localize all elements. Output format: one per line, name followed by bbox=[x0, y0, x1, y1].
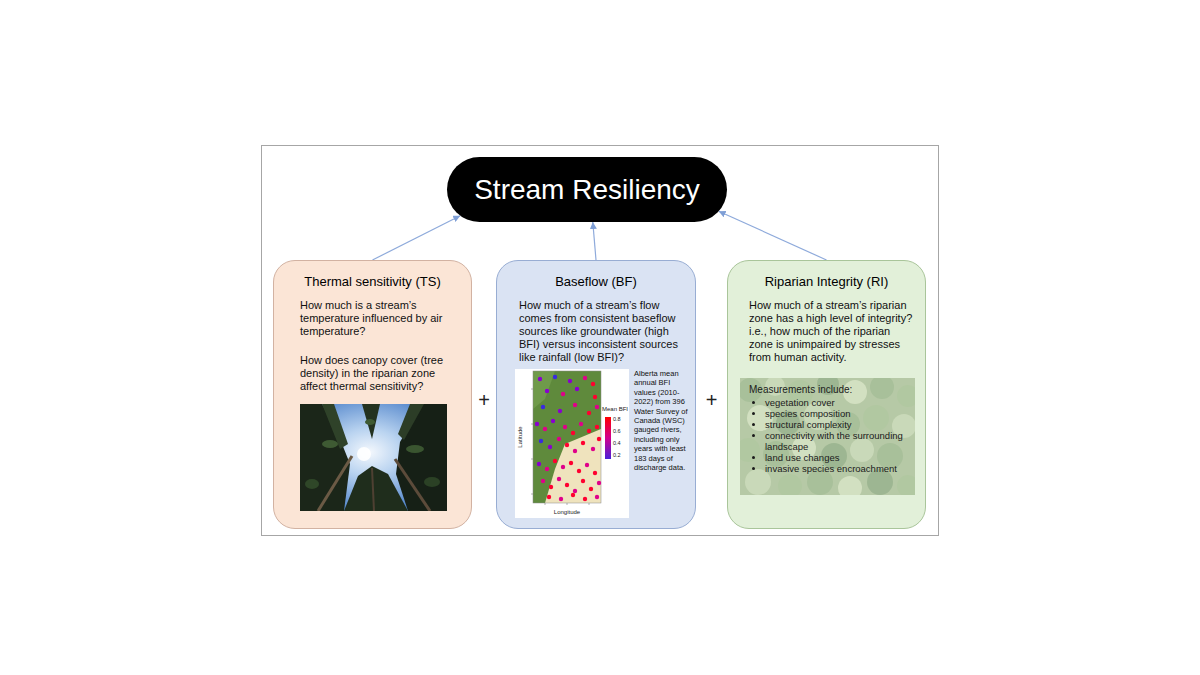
category-box: Baseflow (BF) How much of a stream’s flow… bbox=[496, 260, 696, 529]
connector-arrow bbox=[719, 211, 827, 260]
bullet: species composition bbox=[765, 408, 909, 419]
plus: + bbox=[706, 389, 718, 411]
card-body: How does canopy cover (tree density) in … bbox=[300, 354, 459, 393]
tick: 0.2 bbox=[613, 452, 621, 458]
category-box: Thermal sensitivity (TS) How much is a st… bbox=[273, 260, 472, 529]
map-row: LatitudeLongitude Mean BFI 0.8 0.6 0.4 0.2 Alb… bbox=[515, 369, 689, 518]
card-heading: Riparian Integrity (RI) bbox=[728, 274, 925, 289]
connector-arrow bbox=[593, 222, 596, 260]
bullet-list: vegetation coverspecies compositionstruc… bbox=[749, 397, 909, 474]
card-body: How much of a stream’s riparian zone has… bbox=[749, 299, 913, 364]
map-label: Longitude bbox=[554, 509, 580, 516]
card-heading: Baseflow (BF) bbox=[497, 274, 695, 289]
title-text: Stream Resiliency bbox=[474, 174, 700, 206]
panel-heading: Measurements include: bbox=[749, 384, 909, 396]
bfi-map-plot bbox=[515, 369, 629, 518]
bfi-map: LatitudeLongitude Mean BFI 0.8 0.6 0.4 0.2 bbox=[515, 369, 629, 518]
measurement-panel: Measurements include:vegetation coverspe… bbox=[740, 378, 915, 495]
tick: 0.8 bbox=[613, 416, 621, 422]
card-body: How much is a stream’s temperature influ… bbox=[300, 299, 459, 338]
tick: 0.6 bbox=[613, 428, 621, 434]
card-body: How much of a stream’s flow comes from c… bbox=[519, 299, 689, 364]
bullet: vegetation cover bbox=[765, 397, 909, 408]
map-label: Latitude bbox=[517, 426, 524, 447]
category-box: Riparian Integrity (RI) How much of a str… bbox=[727, 260, 926, 529]
canopy-photo bbox=[300, 404, 447, 511]
map-caption: Alberta mean annual BFI values (2010-202… bbox=[634, 369, 689, 472]
bullet: structural complexity bbox=[765, 419, 909, 430]
bullet: invasive species encroachment bbox=[765, 463, 909, 474]
bullet: connectivity with the surrounding landsc… bbox=[765, 430, 909, 452]
plus: + bbox=[478, 389, 490, 411]
card-heading: Thermal sensitivity (TS) bbox=[274, 274, 471, 289]
title-pill: Stream Resiliency bbox=[447, 157, 727, 222]
map-label: Mean BFI bbox=[602, 406, 628, 413]
tick: 0.4 bbox=[613, 440, 621, 446]
connector-arrow bbox=[373, 216, 461, 260]
bullet: land use changes bbox=[765, 452, 909, 463]
